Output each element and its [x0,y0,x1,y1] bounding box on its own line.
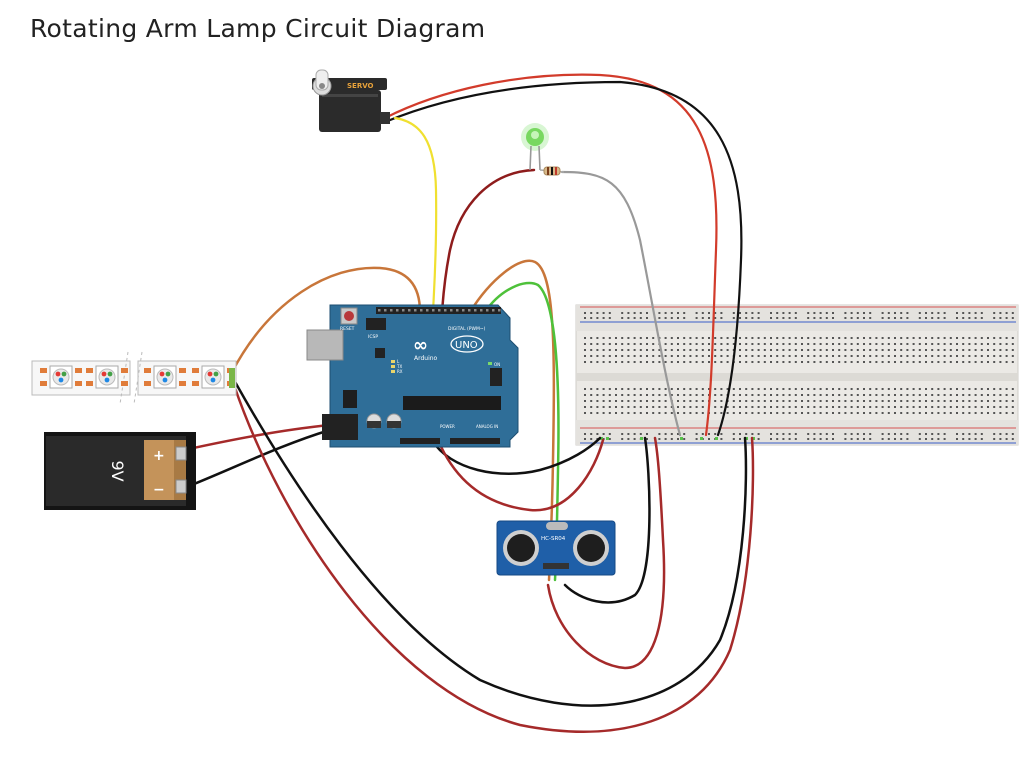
dc-jack [322,414,358,440]
servo-label: SERVO [347,82,374,90]
reset-button[interactable] [344,311,354,321]
battery-minus-label: − [153,482,165,498]
wire-arduino-5v-red [436,438,605,512]
usb-port [306,329,344,361]
digital-label: DIGITAL (PWM~) [448,326,486,332]
wire-strip-orange [230,266,422,374]
battery-voltage-label: 9V [108,460,127,481]
battery-9v[interactable]: + − 9V [44,432,196,510]
led-strip[interactable] [31,351,237,405]
wire-strip-red [232,383,755,733]
sensor-model-label: HC-SR04 [541,536,566,542]
wire-sensor-red [546,436,666,670]
breadboard-holes [584,312,1014,440]
wire-servo-yellow [393,116,438,314]
wire-strip-black [232,378,748,707]
wire-resistor-gray [560,170,682,437]
uno-label: UNO [455,340,478,351]
tx-label: TX [396,364,402,369]
arduino-brand-label: Arduino [414,355,438,362]
resistor[interactable] [539,166,565,176]
arduino-uno[interactable]: RESET ICSP DIGITAL (PWM~) ∞ UNO Arduino … [306,304,519,448]
wire-sensor-black [563,436,651,604]
wire-arduino-gnd-black [430,436,602,475]
wire-led-red [440,168,536,314]
ultrasonic-sensor[interactable]: HC-SR04 [496,520,616,576]
diagram-title: Rotating Arm Lamp Circuit Diagram [30,14,486,43]
analog-label: ANALOG IN [476,424,498,429]
power-label: POWER [440,424,455,429]
wire-servo-red [383,73,718,437]
breadboard [575,304,1019,446]
wire-battery-black [182,428,332,490]
wires [182,73,755,733]
wire-servo-black [383,80,743,437]
atmega-chip [403,396,501,410]
arduino-infinity-icon: ∞ [413,335,428,356]
battery-plus-label: + [153,448,165,464]
icsp-label: ICSP [368,334,378,340]
wire-battery-red [182,423,332,452]
on-label: ON [494,362,500,367]
green-led[interactable] [521,123,549,171]
servo-motor[interactable]: SERVO [312,69,390,132]
l-label: L [397,359,400,364]
reset-label: RESET [340,326,355,332]
rx-label: RX [397,369,403,374]
